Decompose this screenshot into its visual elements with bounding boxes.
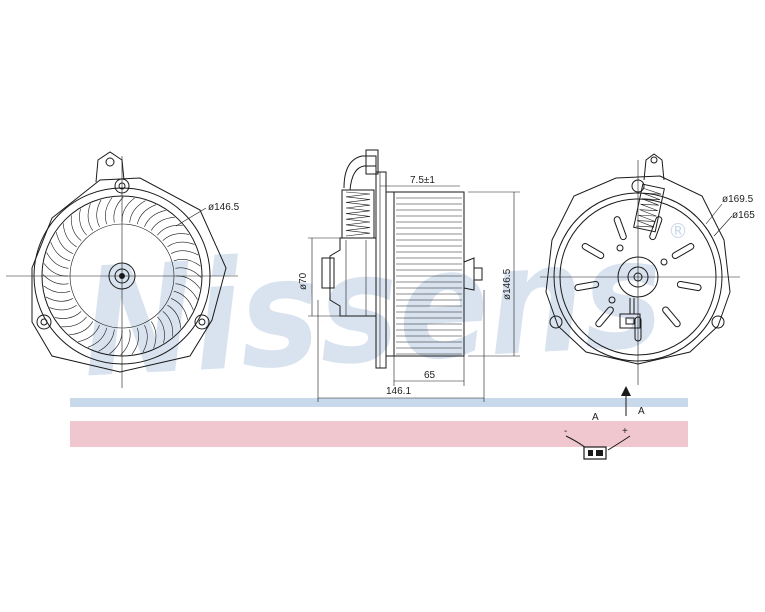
side-wheel-ribs (396, 197, 462, 355)
detail-negative-label: - (564, 426, 567, 437)
wheel-blade (87, 327, 108, 348)
wheel-blade (157, 224, 183, 236)
wheel-blade (42, 274, 69, 285)
cooling-slot (662, 306, 681, 328)
front-wheel-blades (42, 196, 202, 356)
wheel-blade (162, 311, 174, 337)
cooling-slot (595, 306, 614, 328)
wheel-blade (69, 321, 94, 336)
spring-coil (345, 191, 371, 237)
wheel-blade (121, 197, 135, 223)
wheel-blade (46, 252, 69, 269)
detail-view-label: A (592, 412, 599, 423)
front-mount-hole (114, 178, 130, 194)
side-view: 7.5±1 ø70 ø146.5 65 146.1 (298, 149, 520, 402)
wheel-blade (167, 241, 195, 248)
wheel-blade (49, 304, 77, 311)
wheel-blade (144, 209, 166, 227)
cooling-slot (574, 280, 600, 292)
cooling-slot (676, 280, 702, 292)
cooling-slot (634, 316, 642, 342)
brand-band-pink (70, 421, 688, 447)
wheel-blade (109, 329, 123, 355)
wheel-blade (98, 329, 115, 352)
rear-spring (633, 183, 665, 233)
front-view: ø146.5 (6, 151, 240, 388)
wheel-blade (113, 196, 124, 223)
wheel-blade (175, 275, 201, 289)
rear-cooling-slots (574, 216, 702, 342)
cooling-slot (671, 243, 695, 259)
front-hub (108, 262, 136, 290)
wheel-blade (173, 259, 201, 267)
side-wheel-width-label: 65 (424, 370, 436, 381)
wheel-blade (62, 223, 77, 248)
wheel-blade (175, 283, 198, 300)
vent-hole (608, 296, 616, 304)
wheel-blade (105, 197, 113, 225)
wheel-blade (157, 316, 165, 344)
wheel-blade (96, 199, 102, 228)
wheel-blade (43, 285, 71, 293)
wheel-blade (78, 325, 100, 343)
cooling-slot (613, 216, 627, 241)
wheel-blade (173, 290, 194, 311)
wheel-blade (175, 267, 202, 278)
side-motor-diameter-label: ø70 (298, 272, 309, 290)
rear-view-arrow-label: A (638, 406, 645, 417)
wheel-blade (171, 298, 189, 320)
wheel-blade (70, 215, 82, 241)
wheel-blade (79, 208, 87, 236)
brand-band-blue (70, 398, 688, 407)
cooling-slot (649, 216, 663, 241)
registered-mark: ® (668, 219, 688, 243)
rear-outer-diameter-label: ø169.5 (722, 194, 754, 205)
front-mount-hole (194, 314, 210, 330)
wheel-blade (54, 311, 82, 319)
wheel-blade (55, 232, 73, 254)
detail-positive-label: + (622, 426, 628, 437)
wheel-blade (136, 204, 157, 225)
side-wheel-cage (385, 191, 465, 357)
wheel-blade (50, 241, 71, 262)
wheel-blade (131, 327, 139, 355)
rear-hub (617, 256, 659, 298)
wheel-blade (129, 200, 146, 223)
side-motor-body (329, 237, 376, 317)
wheel-blade (170, 250, 199, 256)
front-mount-hole (36, 314, 52, 330)
rear-mounting-flange (545, 175, 731, 365)
wheel-blade (43, 263, 69, 277)
wheel-blade (61, 316, 87, 328)
vent-hole (616, 244, 624, 252)
wheel-blade (45, 296, 74, 302)
rear-view: ø169.5 ø165 A (540, 153, 755, 417)
side-spring (345, 191, 371, 237)
wheel-blade (150, 216, 175, 231)
wheel-blade (167, 304, 182, 329)
front-diameter-label: ø146.5 (208, 202, 240, 213)
wheel-blade (120, 329, 131, 356)
rear-wheel-outer (553, 192, 723, 362)
side-overall-length-label: 146.1 (386, 386, 411, 397)
front-wheel-outer (33, 187, 211, 365)
spring-housing (633, 183, 665, 233)
wheel-blade (142, 324, 148, 353)
cooling-slot (581, 243, 605, 259)
wheel-blade (87, 203, 94, 231)
connector-detail: A - + (564, 412, 631, 460)
wheel-blade (150, 321, 157, 349)
spring-coil (635, 188, 662, 228)
rear-inner-diameter-label: ø165 (732, 210, 755, 221)
vent-hole (660, 258, 668, 266)
side-wheel-diameter-label: ø146.5 (502, 268, 513, 300)
wheel-blade (162, 233, 190, 241)
side-offset-label: 7.5±1 (410, 175, 435, 186)
